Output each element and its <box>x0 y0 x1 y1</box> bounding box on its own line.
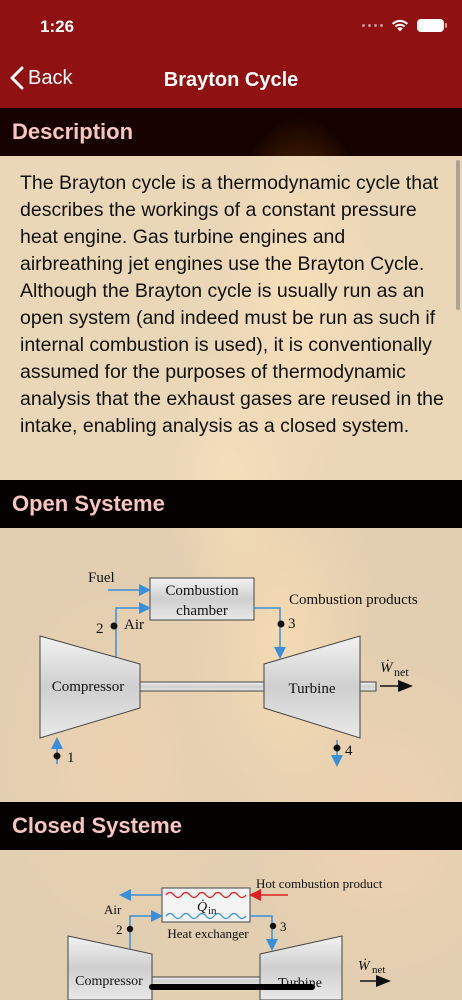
hot-coil <box>165 891 247 899</box>
products-flow-line <box>254 607 286 659</box>
work-symbol: Ẇ <box>380 659 394 676</box>
point-2-dot <box>126 925 134 933</box>
cellular-signal-icon <box>362 24 383 27</box>
section-header-closed-system: Closed Systeme <box>0 802 462 850</box>
fuel-label: Fuel <box>88 570 115 586</box>
point-3-dot <box>269 922 277 930</box>
compressor-shape <box>67 935 153 1000</box>
compressor-label: Compressor <box>75 974 143 989</box>
section-header-open-system: Open Systeme <box>0 480 462 528</box>
point-4-dot <box>333 744 341 752</box>
description-card: The Brayton cycle is a thermodynamic cyc… <box>0 156 462 480</box>
air-label: Air <box>124 617 144 633</box>
combustion-chamber <box>149 577 255 621</box>
q-symbol: Q̇ <box>197 899 207 915</box>
work-subscript: net <box>372 964 385 976</box>
compressor-label: Compressor <box>52 679 125 695</box>
combustion-products-label: Combustion products <box>289 592 418 608</box>
page-title: Brayton Cycle <box>163 69 299 91</box>
q-subscript: in <box>208 905 217 917</box>
point-2-dot <box>110 622 118 630</box>
point-4-label: 4 <box>345 743 353 759</box>
output-shaft <box>359 681 377 692</box>
work-symbol: Ẇ <box>358 957 371 974</box>
turbine-shape <box>263 635 361 739</box>
work-subscript: net <box>394 665 409 679</box>
wifi-icon <box>392 19 408 32</box>
point-1-label: 1 <box>67 750 75 766</box>
point-2-label: 2 <box>116 922 123 937</box>
heat-exchanger-label: Heat exchanger <box>167 926 249 941</box>
air-flow-line <box>115 602 151 658</box>
description-text: The Brayton cycle is a thermodynamic cyc… <box>20 172 444 437</box>
back-button[interactable]: Back <box>10 66 72 90</box>
open-system-diagram: Combustion chamber Fuel Air 2 Combustion… <box>0 528 462 802</box>
battery-icon <box>417 19 447 32</box>
point-3-label: 3 <box>280 919 287 934</box>
chevron-left-icon <box>10 66 24 90</box>
section-header-description: Description <box>0 108 462 156</box>
hot-product-label: Hot combustion product <box>256 876 383 891</box>
point-2-label: 2 <box>96 621 104 637</box>
point-1-dot <box>53 752 61 760</box>
status-time: 1:26 <box>40 17 75 36</box>
closed-system-diagram-svg: Q̇ in Heat exchanger Hot combustion prod… <box>67 876 391 1000</box>
turbine-label: Turbine <box>289 681 336 697</box>
chamber-label-2: chamber <box>176 603 228 619</box>
back-label: Back <box>28 66 73 89</box>
exchanger-to-turbine-line <box>250 915 278 951</box>
point-3-dot <box>277 620 285 628</box>
air-label: Air <box>104 902 122 917</box>
chamber-label-1: Combustion <box>165 583 239 599</box>
scrollbar[interactable] <box>456 160 460 310</box>
cold-coil <box>165 912 247 920</box>
section-title: Description <box>12 119 134 144</box>
navigation-bar: 1:26 Back Brayton Cycle <box>0 0 462 108</box>
compressor-shape <box>39 635 141 739</box>
open-system-diagram-svg: Combustion chamber Fuel Air 2 Combustion… <box>39 570 418 767</box>
status-icons <box>362 19 447 32</box>
section-title: Closed Systeme <box>12 813 182 838</box>
shaft <box>139 681 265 692</box>
home-indicator[interactable] <box>149 984 315 990</box>
closed-system-diagram: Q̇ in Heat exchanger Hot combustion prod… <box>0 850 462 1000</box>
point-3-label: 3 <box>288 616 296 632</box>
air-flow-line <box>129 910 163 950</box>
section-title: Open Systeme <box>12 491 165 516</box>
